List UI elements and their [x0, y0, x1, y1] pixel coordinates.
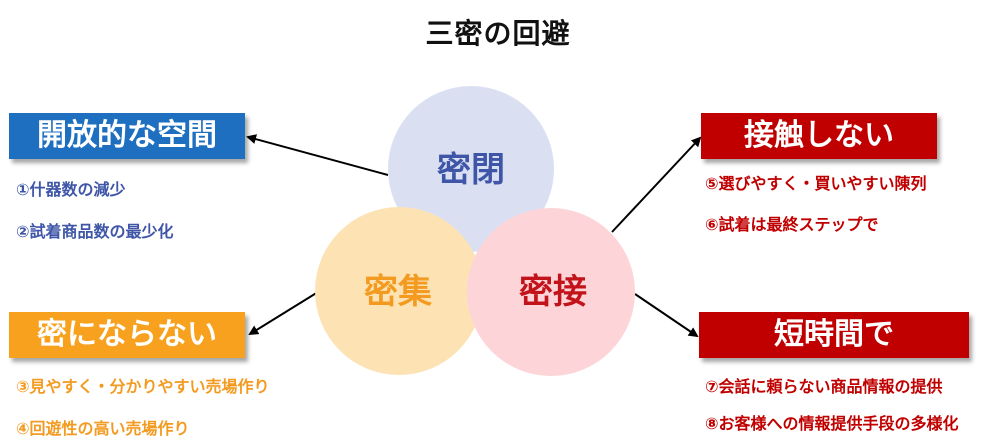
item-3: ③見やすく・分かりやすい売場作り	[16, 377, 270, 396]
circle-label-close-contact: 密接	[519, 272, 587, 312]
header-short-time: 短時間で	[699, 312, 969, 358]
circle-label-closed: 密閉	[437, 150, 505, 190]
item-2: ②試着商品数の最少化	[16, 222, 174, 241]
circle-label-crowded: 密集	[364, 272, 432, 312]
circle-crowded	[315, 207, 483, 375]
diagram-title: 三密の回避	[425, 17, 571, 50]
item-5: ⑤選びやすく・買いやすい陳列	[705, 174, 927, 193]
item-1: ①什器数の減少	[16, 180, 126, 199]
header-no-contact: 接触しない	[701, 113, 937, 159]
arrow-to-open-space	[246, 134, 389, 176]
item-8: ⑧お客様への情報提供手段の多様化	[705, 414, 959, 433]
circle-closed	[388, 86, 554, 252]
header-not-crowded: 密にならない	[9, 312, 245, 358]
arrow-to-no-contact	[611, 136, 702, 233]
arrow-to-short-time	[634, 293, 699, 338]
item-6: ⑥試着は最終ステップで	[705, 215, 879, 234]
circle-close-contact	[467, 208, 635, 376]
item-4: ④回遊性の高い売場作り	[16, 419, 190, 438]
arrow-to-not-crowded	[248, 291, 319, 336]
item-7: ⑦会話に頼らない商品情報の提供	[705, 377, 943, 396]
header-open-space: 開放的な空間	[9, 113, 245, 159]
